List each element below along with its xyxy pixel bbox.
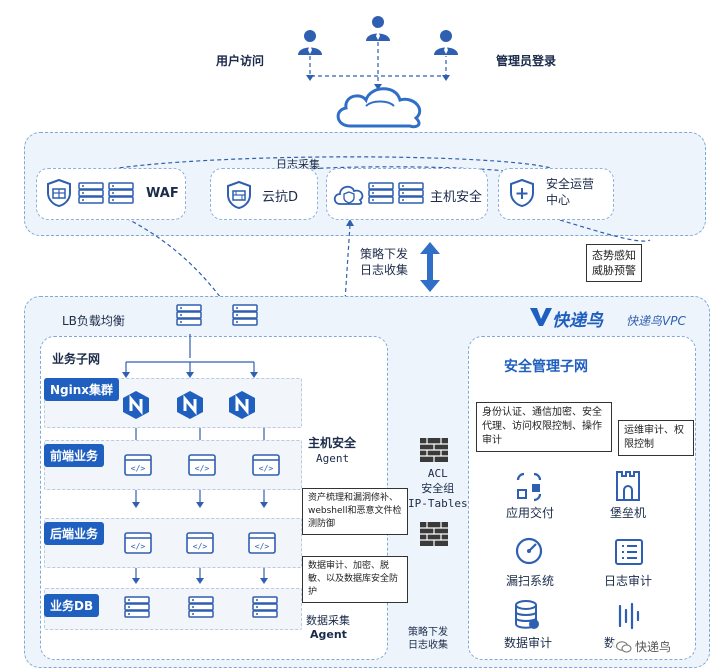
data-audit-icon [514, 600, 540, 630]
database-server-icon [252, 596, 278, 618]
host-security-agent-title: 主机安全 [308, 436, 357, 450]
shield-icon [46, 178, 72, 208]
database-server-icon [188, 596, 214, 618]
svg-text:</>: </> [195, 464, 210, 473]
backend-tag: 后端业务 [44, 522, 105, 545]
server-icon [176, 304, 202, 326]
cloud-icon [330, 82, 430, 130]
data-audit-icon-2 [616, 602, 640, 630]
svg-text:</>: </> [131, 464, 146, 473]
policy-bottom-label: 策略下发 日志收集 [408, 627, 448, 651]
anti-ddos-label: 云抗D [262, 190, 299, 205]
host-security-agent-label: Agent [316, 452, 350, 465]
server-icon [232, 304, 258, 326]
soc-label: 安全运营 中心 [546, 177, 595, 207]
svg-text:</>: </> [193, 542, 208, 551]
code-window-icon: </> [188, 454, 216, 476]
server-icon [368, 182, 394, 204]
server-icon [398, 182, 424, 204]
log-audit-icon [614, 538, 644, 566]
scan-icon [514, 536, 544, 566]
database-server-icon [124, 596, 150, 618]
app-delivery-note: 身份认证、通信加密、安全代理、访问权限控制、操作审计 [476, 402, 612, 452]
code-window-icon: </> [124, 532, 152, 554]
nginx-icon [122, 390, 150, 420]
svg-text:</>: </> [131, 542, 146, 551]
db-security-note: 数据审计、加密、脱敏、以及数据库安全防护 [302, 556, 408, 603]
watermark: 快递鸟 [612, 636, 676, 657]
scan-label: 漏扫系统 [506, 574, 555, 588]
host-security-note: 资产梳理和漏洞修补、webshell和恶意文件检测防御 [302, 488, 408, 535]
log-collect-label: 日志采集 [276, 158, 320, 171]
situation-awareness-note: 态势感知 威胁预警 [586, 244, 642, 282]
code-window-icon: </> [248, 532, 276, 554]
waf-label: WAF [146, 186, 179, 201]
policy-log-label: 策略下发 日志收集 [360, 247, 409, 277]
security-subnet [468, 336, 696, 660]
firewall-brick-icon [420, 438, 448, 462]
nginx-icon [176, 390, 204, 420]
watermark-text: 快递鸟 [635, 640, 672, 654]
lb-label: LB负载均衡 [62, 314, 125, 328]
log-audit-label: 日志审计 [604, 574, 653, 588]
db-tag: 业务DB [44, 594, 100, 617]
app-delivery-icon [514, 472, 544, 502]
user-icon-right [432, 28, 460, 56]
top-connectors [306, 42, 450, 90]
server-icon [108, 182, 134, 204]
code-window-icon: </> [252, 454, 280, 476]
admin-login-label: 管理员登录 [496, 54, 557, 68]
user-access-label: 用户访问 [216, 54, 265, 68]
svg-text:</>: </> [255, 542, 270, 551]
security-subnet-title: 安全管理子网 [504, 359, 588, 375]
brand-logo-icon [528, 306, 554, 328]
business-subnet-label: 业务子网 [52, 352, 101, 366]
brand-vpc-label: 快递鸟VPC [626, 314, 686, 328]
app-delivery-label: 应用交付 [506, 506, 555, 520]
code-window-icon: </> [124, 454, 152, 476]
svg-text:</>: </> [259, 464, 274, 473]
firewall-brick-icon [420, 522, 448, 546]
user-icon-center [364, 14, 392, 42]
data-collect-label: 数据采集 [306, 614, 350, 627]
data-collect-agent-label: Agent [310, 628, 347, 641]
frontend-tag: 前端业务 [44, 444, 105, 467]
cloud-shield-icon [332, 180, 366, 208]
data-audit-label: 数据审计 [504, 636, 553, 650]
code-window-icon: </> [186, 532, 214, 554]
bastion-icon [614, 470, 642, 502]
nginx-icon [228, 390, 256, 420]
bastion-label: 堡垒机 [610, 506, 647, 520]
brand-name: 快递鸟 [552, 311, 603, 331]
firewall-shield-icon [226, 180, 252, 210]
user-icon-left [296, 28, 324, 56]
shield-plus-icon [508, 178, 536, 208]
server-icon [78, 182, 104, 204]
wechat-icon [616, 640, 632, 653]
host-security-label: 主机安全 [430, 190, 483, 205]
nginx-tag: Nginx集群 [44, 378, 120, 401]
bastion-note: 运维审计、权限控制 [618, 420, 694, 456]
acl-label: ACL 安全组 IP-Tables [408, 467, 468, 510]
